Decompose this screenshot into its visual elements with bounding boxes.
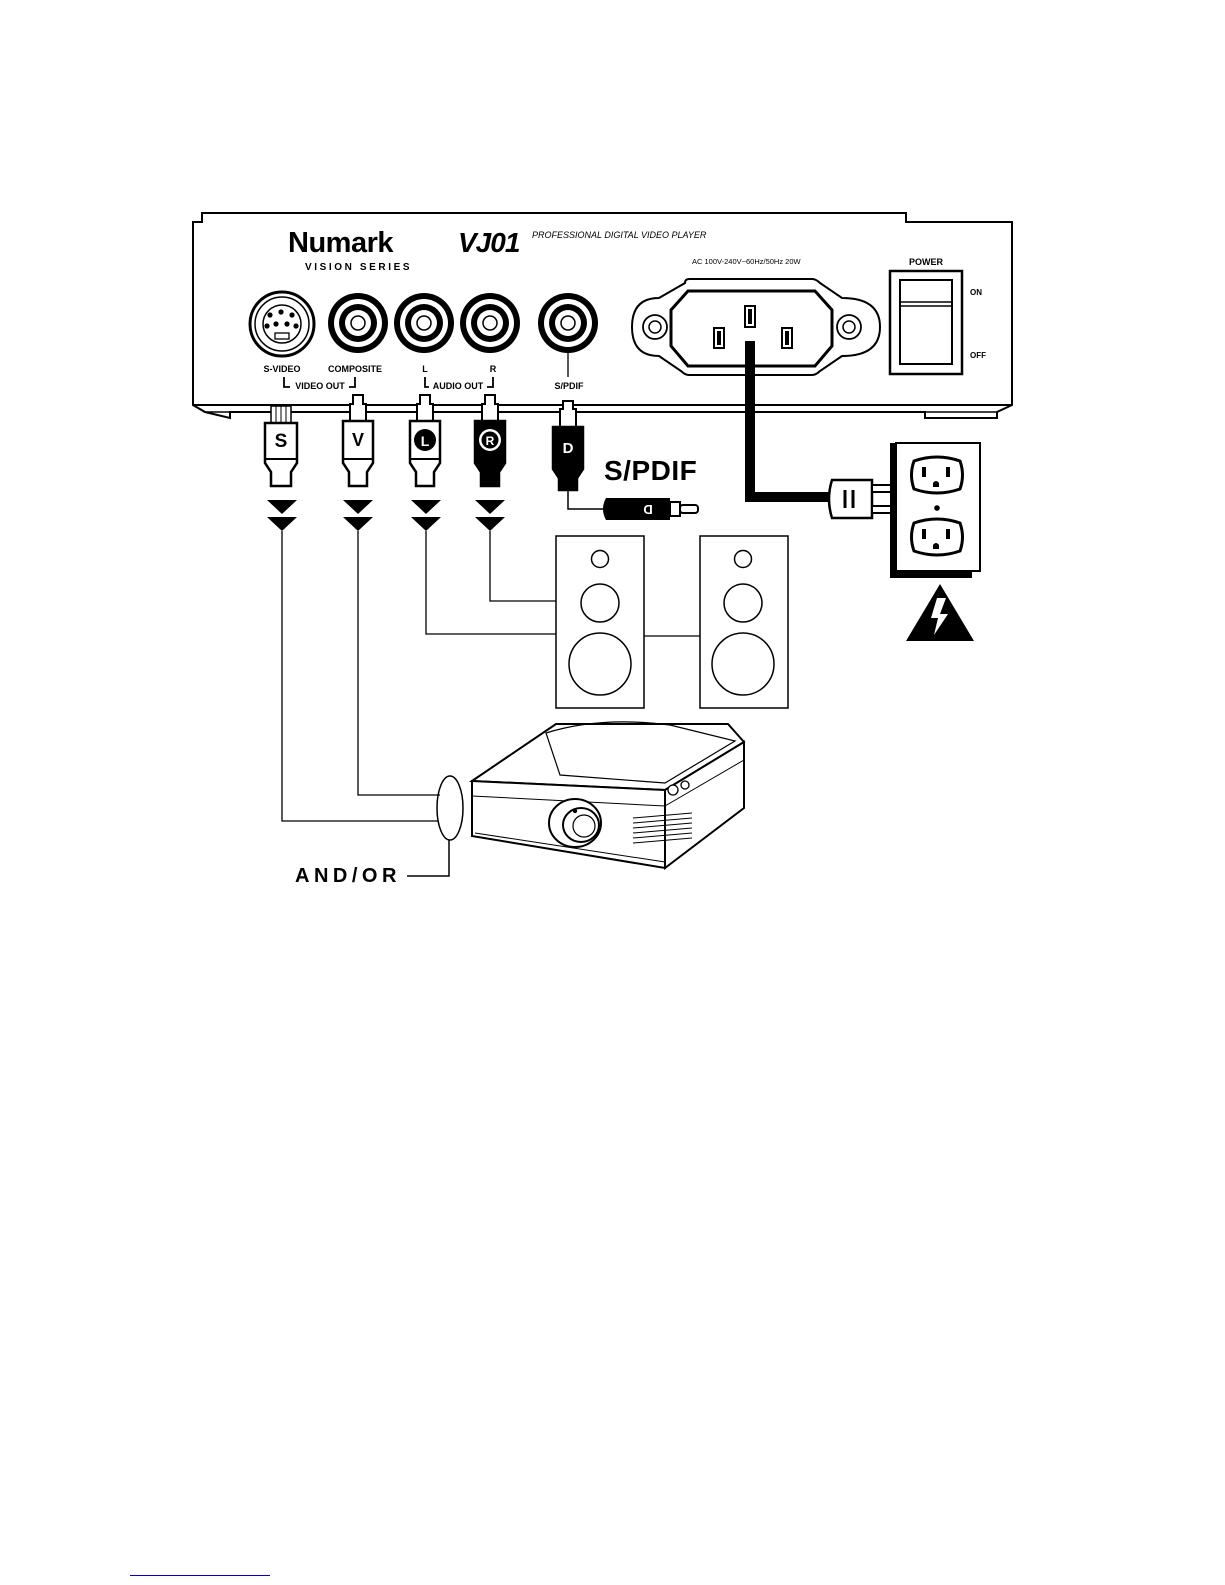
- svideo-port-label: S-VIDEO: [263, 364, 300, 374]
- audio-right-port: [460, 293, 520, 353]
- svideo-plug-letter: S: [275, 431, 288, 452]
- composite-arrow-icon: [343, 500, 373, 531]
- audio-left-label: L: [422, 364, 428, 374]
- input-selector-bracket: [407, 776, 463, 876]
- projector-icon: [472, 722, 744, 868]
- model-tagline: PROFESSIONAL DIGITAL VIDEO PLAYER: [532, 230, 707, 240]
- composite-plug-letter: V: [352, 430, 364, 450]
- speaker-left-icon: [556, 536, 644, 708]
- audio-right-arrow-icon: [475, 500, 505, 531]
- power-off-label: OFF: [970, 351, 986, 360]
- spdif-port-label: S/PDIF: [554, 381, 584, 391]
- electrical-warning-icon: [906, 584, 974, 641]
- model-logo: VJ01: [458, 227, 520, 258]
- spdif-output-plug: D: [568, 490, 698, 520]
- brand-logo: Numark: [288, 227, 394, 259]
- svideo-arrow-icon: [267, 500, 297, 531]
- composite-port: [328, 293, 388, 353]
- and-or-label: AND/OR: [295, 865, 401, 887]
- audio-right-plug-letter: R: [486, 434, 495, 448]
- speaker-right-icon: [700, 536, 788, 708]
- series-label: VISION SERIES: [305, 262, 412, 273]
- audio-out-label: AUDIO OUT: [433, 381, 484, 391]
- svideo-port: [250, 292, 314, 356]
- wall-outlet-icon: [890, 443, 980, 578]
- spdif-output-plug-letter: D: [643, 502, 652, 517]
- video-out-label: VIDEO OUT: [295, 381, 345, 391]
- svideo-plug: S: [265, 406, 297, 486]
- audio-left-arrow-icon: [411, 500, 441, 531]
- spdif-plug: D: [553, 401, 583, 490]
- audio-left-port: [394, 293, 454, 353]
- composite-port-label: COMPOSITE: [328, 364, 382, 374]
- audio-left-plug-letter: L: [421, 433, 430, 449]
- power-rating-label: AC 100V-240V~60Hz/50Hz 20W: [692, 257, 802, 266]
- spdif-plug-letter: D: [563, 440, 574, 457]
- power-plug: [829, 480, 892, 518]
- spdif-callout-label: S/PDIF: [604, 455, 697, 486]
- power-on-label: ON: [970, 288, 982, 297]
- spdif-port: [538, 293, 598, 353]
- audio-right-label: R: [490, 364, 497, 374]
- power-switch-label: POWER: [909, 257, 944, 267]
- footer-rule: [130, 1575, 270, 1576]
